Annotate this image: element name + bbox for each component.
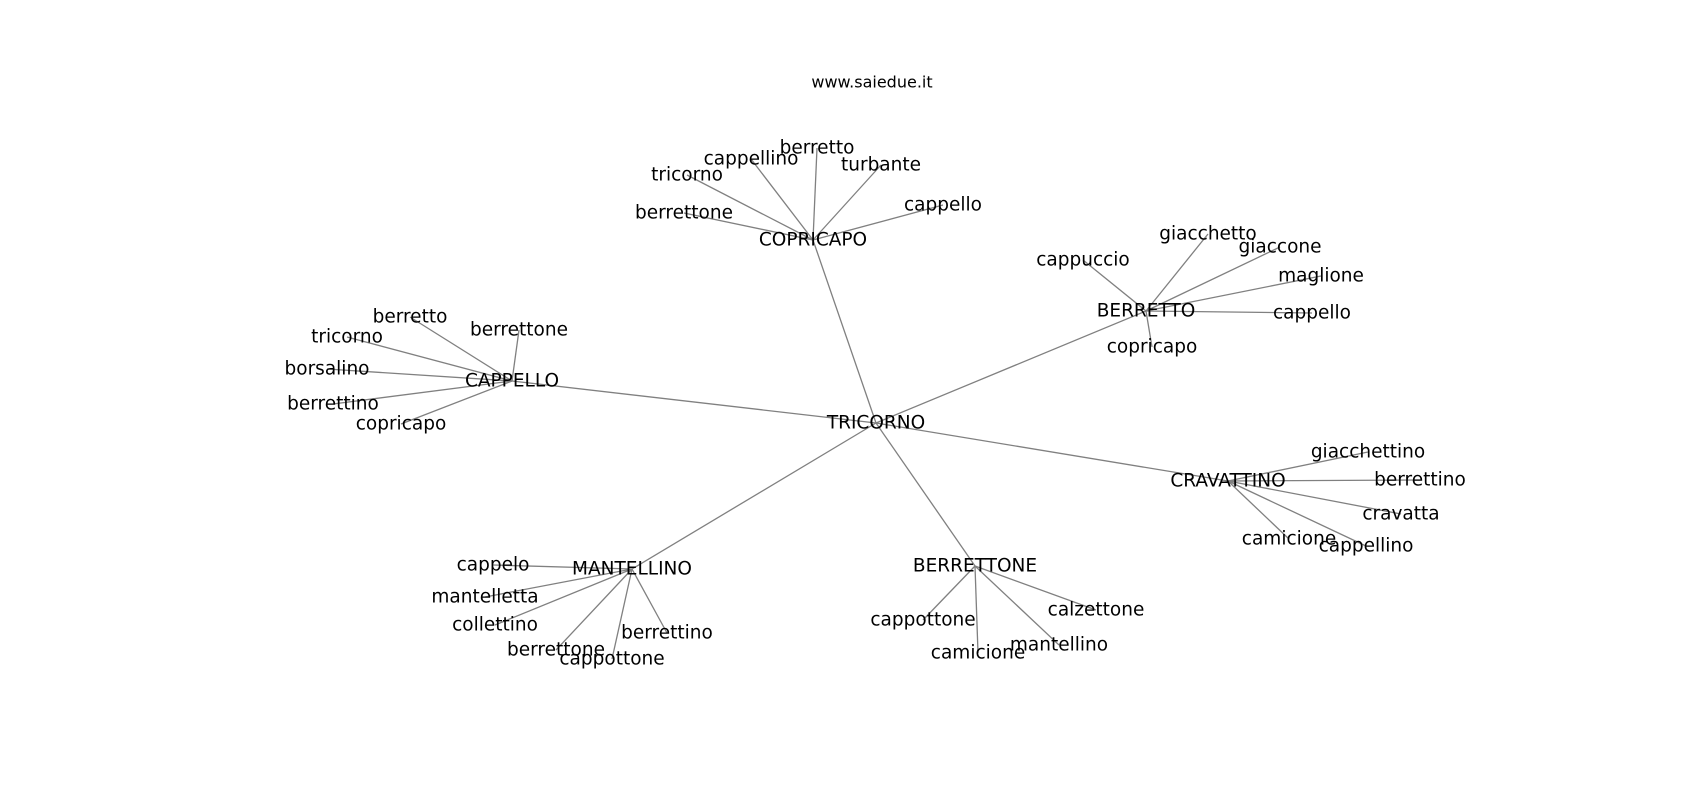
hub-node-label: COPRICAPO [759, 230, 867, 251]
leaf-node-label: cappottone [870, 610, 975, 631]
hub-leaf-edge [400, 380, 513, 425]
hub-leaf-edge [1227, 480, 1402, 515]
leaf-node-label: berrettone [507, 640, 605, 661]
leaf-node-label: giacchetto [1159, 224, 1257, 245]
hub-leaf-edge [326, 368, 513, 382]
hub-node-label: CAPPELLO [465, 371, 559, 392]
leaf-node-label: cravatta [1362, 504, 1439, 525]
hub-leaf-edge [511, 329, 520, 382]
hub-leaf-edge [1227, 480, 1367, 547]
hub-leaf-edge [1082, 259, 1147, 312]
root-node-label: TRICORNO [826, 413, 925, 434]
hub-leaf-edge [1145, 310, 1153, 348]
node-labels: TRICORNOCOPRICAPOberrettonetricornocappe… [285, 138, 1466, 670]
root-hub-edge [875, 422, 1229, 482]
leaf-node-label: berrettone [635, 203, 733, 224]
hub-leaf-edge [1227, 451, 1369, 482]
hub-leaf-edge [555, 568, 633, 651]
leaf-node-label: mantellino [1010, 635, 1108, 656]
edges [326, 147, 1421, 660]
leaf-node-label: cappello [1273, 303, 1351, 324]
hub-leaf-edge [812, 164, 882, 241]
hub-leaf-edge [974, 565, 1097, 611]
hub-leaf-edge [812, 204, 944, 241]
hub-leaf-edge [686, 174, 814, 241]
root-hub-edge [631, 422, 877, 570]
hub-leaf-edge [631, 568, 668, 634]
hub-leaf-edge [346, 336, 513, 382]
hub-leaf-edge [409, 316, 513, 382]
leaf-node-label: cappellino [704, 149, 799, 170]
leaf-node-label: collettino [452, 615, 538, 636]
hub-leaf-edge [974, 565, 1060, 646]
leaf-node-label: tricorno [311, 327, 383, 348]
leaf-node-label: maglione [1278, 266, 1364, 287]
hub-leaf-edge [750, 158, 814, 241]
leaf-node-label: cappello [904, 195, 982, 216]
leaf-node-label: cappuccio [1036, 250, 1130, 271]
hub-leaf-edge [332, 380, 513, 405]
leaf-node-label: berrettino [287, 394, 379, 415]
leaf-node-label: turbante [841, 155, 921, 176]
leaf-node-label: tricorno [651, 165, 723, 186]
leaf-node-label: mantelletta [431, 587, 538, 608]
hub-node-label: CRAVATTINO [1170, 471, 1285, 492]
root-hub-edge [875, 310, 1147, 424]
hub-node-label: BERRETTO [1097, 301, 1196, 322]
leaf-node-label: berretto [780, 138, 855, 159]
leaf-node-label: berrettone [470, 320, 568, 341]
hub-leaf-edge [494, 568, 633, 626]
leaf-node-label: copricapo [356, 414, 447, 435]
hub-leaf-edge [484, 568, 633, 598]
hub-leaf-edge [1227, 479, 1421, 482]
hub-leaf-edge [1145, 233, 1209, 312]
hub-leaf-edge [1145, 310, 1313, 314]
leaf-node-label: copricapo [1107, 337, 1198, 358]
hub-leaf-edge [1145, 246, 1281, 312]
leaf-node-label: cappelo [457, 555, 530, 576]
hub-leaf-edge [974, 565, 979, 654]
hub-leaf-edge [1227, 480, 1290, 540]
hub-leaf-edge [922, 565, 976, 621]
hub-leaf-edge [1145, 275, 1322, 312]
leaf-node-label: giaccone [1239, 237, 1322, 258]
leaf-node-label: camicione [931, 643, 1025, 664]
hub-leaf-edge [611, 568, 633, 660]
hub-node-label: BERRETTONE [913, 556, 1037, 577]
hub-leaf-edge [812, 147, 818, 241]
leaf-node-label: giacchettino [1311, 442, 1425, 463]
leaf-node-label: cappellino [1319, 536, 1414, 557]
site-watermark: www.saiedue.it [811, 73, 932, 92]
leaf-node-label: berrettino [1374, 470, 1466, 491]
root-hub-edge [875, 422, 976, 567]
root-hub-edge [511, 380, 877, 424]
leaf-node-label: cappottone [559, 649, 664, 670]
leaf-node-label: berrettino [621, 623, 713, 644]
hub-node-label: MANTELLINO [572, 559, 692, 580]
leaf-node-label: camicione [1242, 529, 1336, 550]
leaf-node-label: calzettone [1048, 600, 1145, 621]
root-hub-edge [812, 239, 877, 424]
leaf-node-label: borsalino [285, 359, 370, 380]
hub-leaf-edge [492, 564, 633, 570]
hub-leaf-edge [683, 212, 814, 241]
leaf-node-label: berretto [373, 307, 448, 328]
